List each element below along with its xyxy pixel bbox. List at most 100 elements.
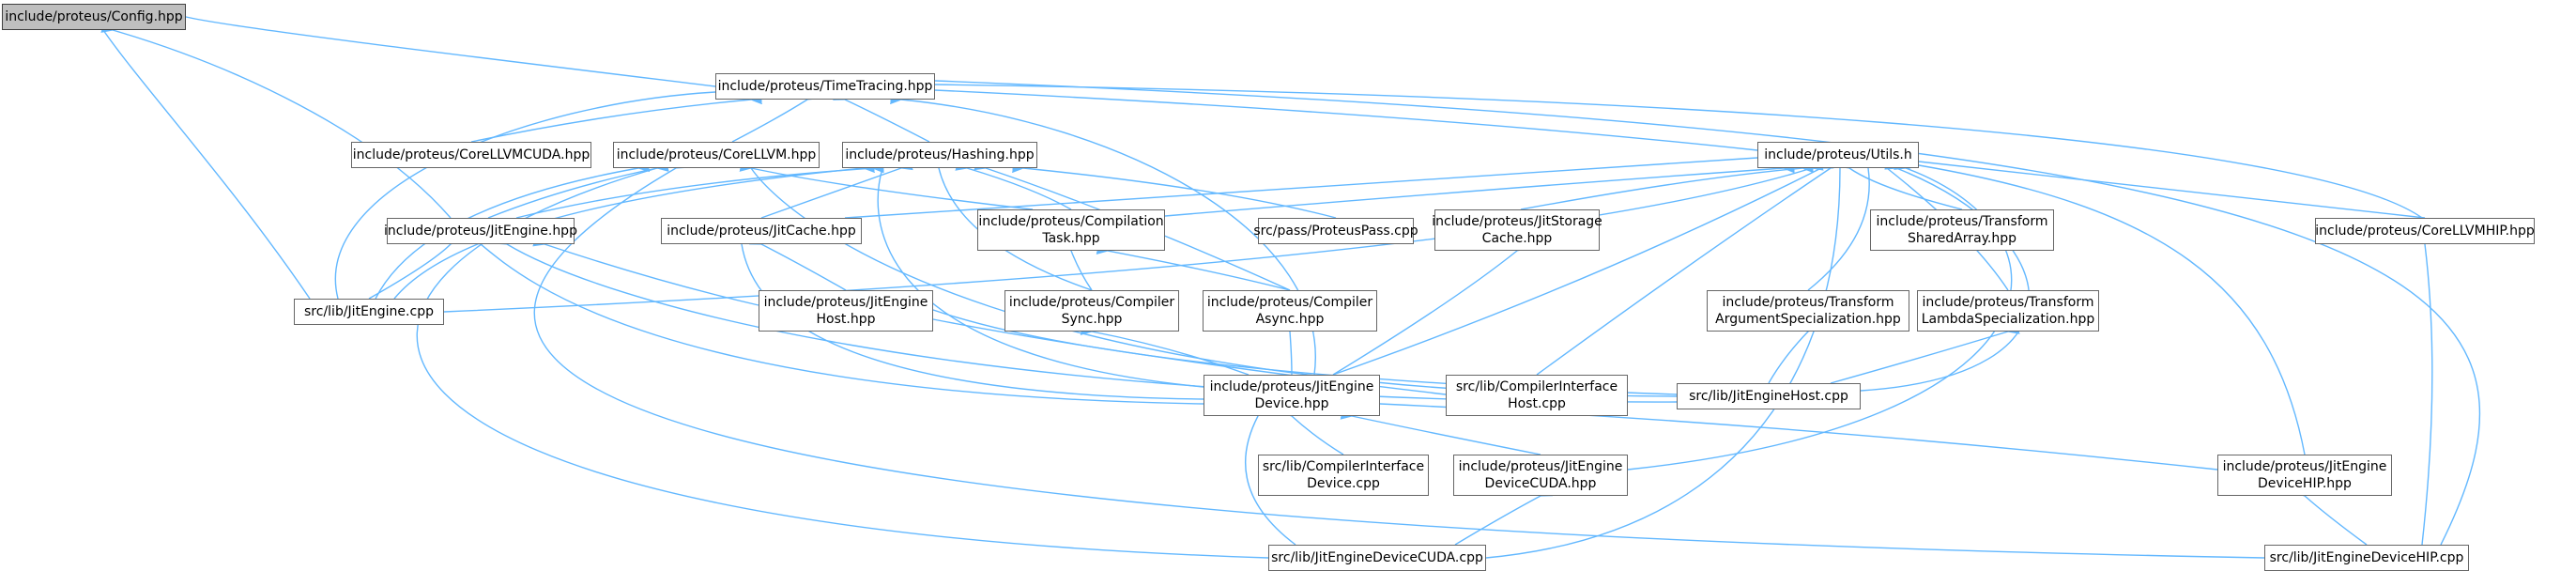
node-transformlambda[interactable]: include/proteus/Transform LambdaSpeciali… bbox=[1917, 290, 2099, 332]
edge-jitenginedevicehipcpp-to-jitenginedevicehiphpp bbox=[2292, 484, 2368, 546]
node-label: src/lib/JitEngineDeviceHIP.cpp bbox=[2269, 550, 2464, 565]
node-label: include/proteus/JitCache.hpp bbox=[667, 224, 856, 239]
node-compilersync[interactable]: include/proteus/Compiler Sync.hpp bbox=[1004, 290, 1179, 332]
edge-jitenginedevicecudacpp-to-utils bbox=[1485, 157, 1847, 559]
edge-jitengine-to-config bbox=[100, 21, 452, 219]
edge-jitenginehost-to-jitcache bbox=[749, 234, 847, 291]
node-jitcache[interactable]: include/proteus/JitCache.hpp bbox=[661, 218, 862, 244]
node-label: src/lib/JitEngineHost.cpp bbox=[1689, 389, 1848, 404]
edge-compilationtask-to-corellvm bbox=[739, 160, 1034, 210]
node-label: include/proteus/TimeTracing.hpp bbox=[717, 79, 933, 94]
edge-jitenginedevicehipcpp-to-corellvmhip bbox=[2417, 232, 2433, 546]
edge-compilerasync-to-compilationtask bbox=[1096, 242, 1291, 291]
edge-jitenginedevice-to-jitcache bbox=[733, 232, 1204, 400]
node-jitenginecpp[interactable]: src/lib/JitEngine.cpp bbox=[294, 299, 444, 325]
node-label: include/proteus/JitEngine Device.hpp bbox=[1209, 379, 1374, 411]
node-label: include/proteus/Compiler Sync.hpp bbox=[1008, 295, 1175, 327]
node-label: src/lib/JitEngine.cpp bbox=[304, 304, 434, 319]
node-utils[interactable]: include/proteus/Utils.h bbox=[1757, 142, 1919, 168]
edge-jitenginedevice-to-utils bbox=[1332, 158, 1833, 376]
edge-hashing-to-timetracing bbox=[833, 89, 930, 143]
node-label: src/lib/JitEngineDeviceCUDA.cpp bbox=[1271, 550, 1483, 565]
edge-jitengine-to-hashing bbox=[515, 161, 884, 219]
edge-jitenginedevice-to-compilerasync bbox=[1282, 320, 1296, 376]
edge-jitenginedevicehipcpp-to-timetracing bbox=[924, 74, 2481, 546]
edge-corellvmcuda-to-timetracing bbox=[470, 92, 762, 143]
node-jitenginedevice[interactable]: include/proteus/JitEngine Device.hpp bbox=[1204, 375, 1380, 416]
edge-jitenginedevice-to-jitengine bbox=[468, 232, 1204, 405]
node-label: src/lib/CompilerInterface Device.cpp bbox=[1262, 459, 1425, 491]
node-compilerinterfacedevice[interactable]: src/lib/CompilerInterface Device.cpp bbox=[1258, 455, 1429, 496]
node-jitenginedevicehiphpp[interactable]: include/proteus/JitEngine DeviceHIP.hpp bbox=[2217, 455, 2392, 496]
edge-proteuspass-to-hashing bbox=[1012, 161, 1337, 219]
edge-jitenginedevicehiphpp-to-utils bbox=[1907, 157, 2306, 455]
node-corellvm[interactable]: include/proteus/CoreLLVM.hpp bbox=[613, 142, 820, 168]
edge-corellvmhip-to-timetracing bbox=[924, 78, 2423, 219]
node-corellvmhip[interactable]: include/proteus/CoreLLVMHIP.hpp bbox=[2315, 218, 2535, 244]
edge-jitenginedevice-to-compilersync bbox=[1080, 323, 1250, 376]
node-label: include/proteus/JitEngine DeviceHIP.hpp bbox=[2222, 459, 2387, 491]
edge-utils-to-timetracing bbox=[924, 84, 1758, 151]
edge-compilerinterfacedevice-to-jitenginedevice bbox=[1280, 404, 1344, 455]
node-compilationtask[interactable]: include/proteus/Compilation Task.hpp bbox=[977, 209, 1165, 251]
edge-compilationtask-to-utils bbox=[1164, 161, 1795, 217]
edge-jitenginedevicecudacpp-to-jitenginedevicecudahpp bbox=[1454, 486, 1553, 546]
edge-jitcache-to-hashing bbox=[760, 159, 913, 219]
node-label: include/proteus/JitEngine Host.hpp bbox=[763, 295, 928, 327]
edge-jitstoragecache-to-utils bbox=[1520, 161, 1814, 210]
edge-compilersync-to-compilationtask bbox=[1062, 239, 1093, 291]
node-transformarg[interactable]: include/proteus/Transform ArgumentSpecia… bbox=[1707, 290, 1909, 332]
node-label: include/proteus/JitStorage Cache.hpp bbox=[1432, 214, 1602, 246]
edge-jitenginecpp-to-jitengine bbox=[368, 232, 463, 300]
node-jitstoragecache[interactable]: include/proteus/JitStorage Cache.hpp bbox=[1432, 209, 1602, 251]
node-label: include/proteus/CoreLLVMHIP.hpp bbox=[2315, 224, 2535, 239]
edge-jitengine-to-corellvm bbox=[487, 160, 669, 219]
edge-jitenginecpp-to-config bbox=[92, 18, 311, 300]
edge-jitenginecpp-to-utils bbox=[443, 159, 1824, 313]
node-label: include/proteus/Config.hpp bbox=[5, 9, 183, 24]
edge-jitenginehost-to-jitengine bbox=[532, 235, 759, 306]
edge-compilerinterfacehost-to-utils bbox=[1536, 157, 1843, 376]
edge-transformarg-to-utils bbox=[1807, 156, 1873, 291]
node-corellvmcuda[interactable]: include/proteus/CoreLLVMCUDA.hpp bbox=[351, 142, 591, 168]
node-timetracing[interactable]: include/proteus/TimeTracing.hpp bbox=[715, 73, 935, 100]
node-proteuspass[interactable]: src/pass/ProteusPass.cpp bbox=[1253, 218, 1418, 244]
node-label: include/proteus/Transform SharedArray.hp… bbox=[1876, 214, 2048, 246]
edge-jitenginedevicehipcpp-to-corellvm bbox=[533, 157, 2265, 559]
edge-jitcache-to-utils bbox=[844, 150, 1769, 219]
node-label: include/proteus/JitEngine DeviceCUDA.hpp bbox=[1458, 459, 1623, 491]
node-label: include/proteus/Transform ArgumentSpecia… bbox=[1715, 295, 1901, 327]
node-label: include/proteus/Compilation Task.hpp bbox=[978, 214, 1164, 246]
edge-jitenginehostcpp-to-utils bbox=[1860, 158, 2031, 392]
edge-jitenginedevicecudahpp-to-jitenginedevice bbox=[1340, 408, 1541, 455]
node-label: include/proteus/JitEngine.hpp bbox=[384, 224, 577, 239]
node-jitenginedevicecudahpp[interactable]: include/proteus/JitEngine DeviceCUDA.hpp bbox=[1453, 455, 1628, 496]
edge-jitenginehostcpp-to-transformlambda bbox=[1830, 322, 2020, 384]
edge-jitenginehostcpp-to-transformarg bbox=[1768, 319, 1820, 384]
node-jitengine[interactable]: include/proteus/JitEngine.hpp bbox=[384, 218, 577, 244]
node-label: include/proteus/Utils.h bbox=[1764, 147, 1912, 162]
edge-jitenginehostcpp-to-corellvm bbox=[740, 156, 1678, 397]
node-label: src/lib/CompilerInterface Host.cpp bbox=[1455, 379, 1618, 411]
node-label: include/proteus/Compiler Async.hpp bbox=[1206, 295, 1373, 327]
node-label: include/proteus/Transform LambdaSpeciali… bbox=[1921, 295, 2095, 327]
node-jitenginedevicehipcpp[interactable]: src/lib/JitEngineDeviceHIP.cpp bbox=[2264, 545, 2469, 571]
edge-corellvm-to-timetracing bbox=[731, 88, 820, 143]
edge-timetracing-to-config bbox=[174, 8, 716, 87]
node-label: include/proteus/CoreLLVMCUDA.hpp bbox=[352, 147, 590, 162]
edge-corellvmhip-to-utils bbox=[1908, 154, 2426, 219]
node-hashing[interactable]: include/proteus/Hashing.hpp bbox=[842, 142, 1037, 168]
node-transformshared[interactable]: include/proteus/Transform SharedArray.hp… bbox=[1870, 209, 2054, 251]
node-compilerasync[interactable]: include/proteus/Compiler Async.hpp bbox=[1203, 290, 1377, 332]
node-jitenginedevicecudacpp[interactable]: src/lib/JitEngineDeviceCUDA.cpp bbox=[1268, 545, 1486, 571]
edge-jitenginedevicecudacpp-to-jitenginedevice bbox=[1245, 404, 1296, 546]
node-label: include/proteus/Hashing.hpp bbox=[845, 147, 1035, 162]
node-compilerinterfacehost[interactable]: src/lib/CompilerInterface Host.cpp bbox=[1446, 375, 1628, 416]
node-jitenginehostcpp[interactable]: src/lib/JitEngineHost.cpp bbox=[1677, 383, 1861, 409]
edge-compilationtask-to-hashing bbox=[955, 159, 1072, 210]
edge-transformshared-to-utils bbox=[1837, 157, 1963, 210]
node-config: include/proteus/Config.hpp bbox=[2, 4, 186, 30]
node-jitenginehost[interactable]: include/proteus/JitEngine Host.hpp bbox=[759, 290, 933, 332]
node-label: include/proteus/CoreLLVM.hpp bbox=[616, 147, 817, 162]
edge-jitenginedevice-to-jitstoragecache bbox=[1332, 239, 1529, 376]
